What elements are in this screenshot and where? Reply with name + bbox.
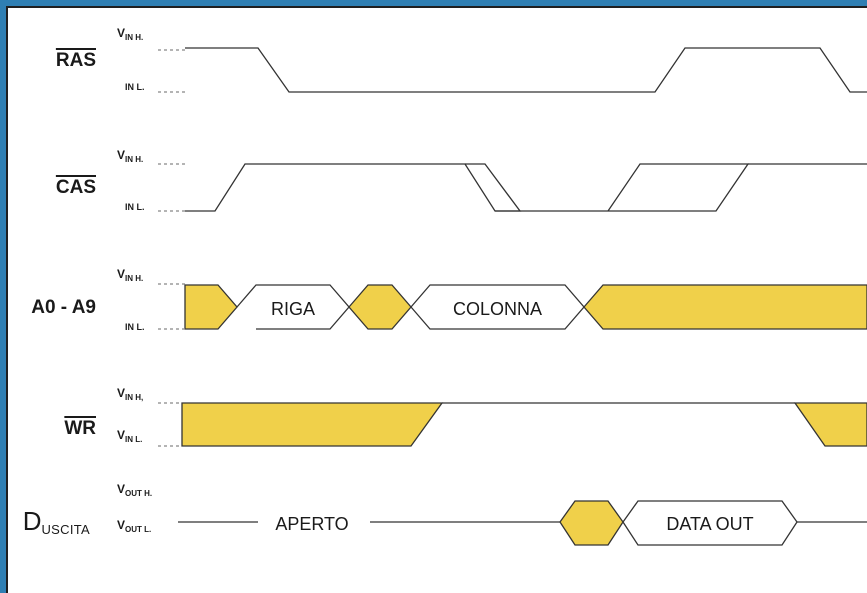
- signal-ras: RAS: [55, 50, 96, 71]
- addr-dont-care-1: [184, 284, 238, 330]
- ras-waveform: [185, 47, 867, 93]
- dout-transition: [559, 500, 624, 546]
- signal-wr: WR: [64, 418, 96, 439]
- wr-low-region: [181, 402, 444, 447]
- addr-riga-cell: [236, 284, 350, 330]
- level-vout-high: VOUT H.: [117, 482, 153, 498]
- label-riga: RIGA: [270, 299, 315, 319]
- level-vout-low: VOUT L.: [117, 518, 152, 534]
- signal-data-output: DUSCITA: [22, 506, 90, 537]
- level-vin-high-ras: VIN H.: [117, 26, 144, 42]
- label-colonna: COLONNA: [452, 299, 542, 319]
- addr-dont-care-3: [583, 284, 867, 330]
- label-aperto: APERTO: [275, 514, 349, 534]
- level-vin-high-wr: VIN H,: [117, 386, 144, 402]
- cas-waveform: [185, 163, 750, 212]
- level-vin-low-wr: VIN L.: [117, 428, 143, 444]
- signal-cas: CAS: [55, 177, 96, 198]
- cas-skew-edge: [465, 163, 522, 212]
- addr-dont-care-2: [348, 284, 412, 330]
- label-data-out: DATA OUT: [666, 514, 754, 534]
- level-vin-high-addr: VIN H.: [117, 267, 144, 283]
- addr-colonna-cell: [410, 284, 585, 330]
- level-in-low-addr: IN L.: [125, 322, 145, 332]
- wr-low-region-2: [793, 402, 867, 447]
- level-vin-high-cas: VIN H.: [117, 148, 144, 164]
- signal-address: A0 - A9: [31, 297, 96, 318]
- level-in-low-cas: IN L.: [125, 202, 145, 212]
- level-in-low-ras: IN L.: [125, 82, 145, 92]
